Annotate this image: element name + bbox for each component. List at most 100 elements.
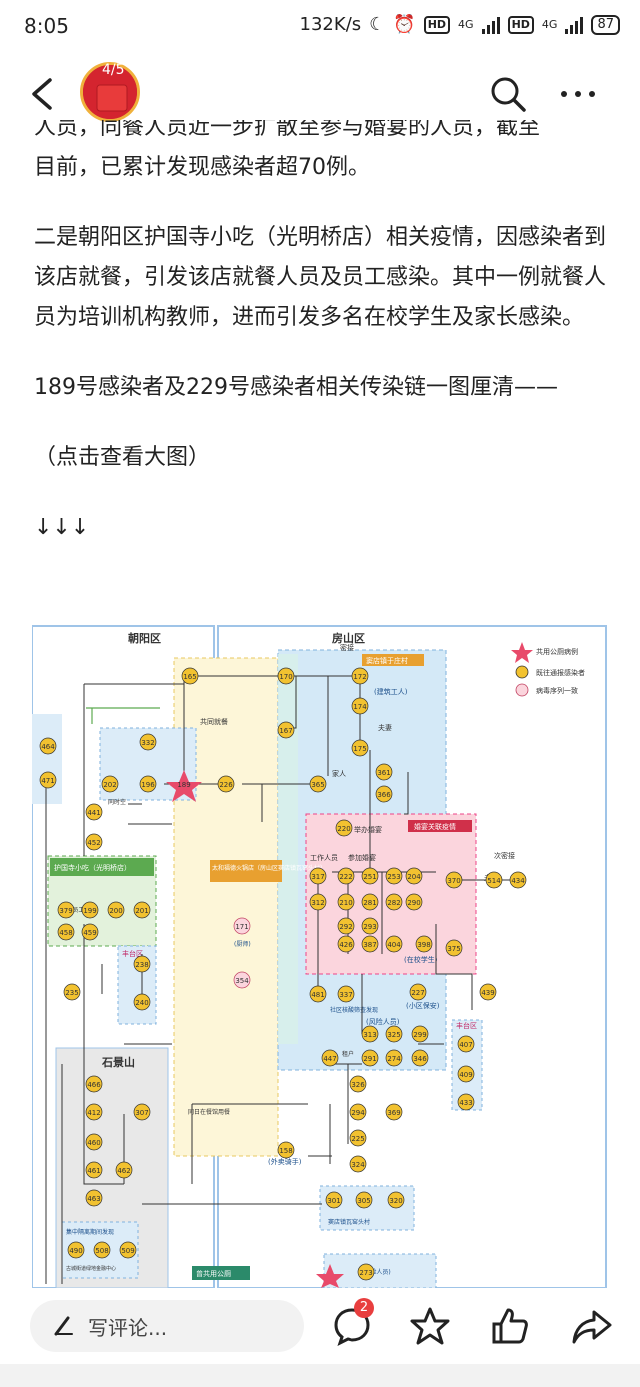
bottom-bar: 写评论... 2 [0,1288,640,1364]
svg-text:273: 273 [359,1269,372,1277]
svg-text:251: 251 [363,873,376,881]
node-461: 461 [85,1161,103,1179]
svg-text:509: 509 [121,1247,134,1255]
label-secondary: 次密接 [494,851,515,860]
transmission-chain-diagram[interactable]: 朝阳区 房山区 石景山 丰台区 丰台区 窦店镇于庄村 婚宴关联疫情 太和福德火锅… [32,624,608,1288]
svg-text:172: 172 [353,673,366,681]
svg-text:407: 407 [459,1041,472,1049]
svg-text:354: 354 [235,977,249,985]
node-447: 447 [321,1049,339,1067]
label-student: (在校学生) [404,955,438,964]
top-bar: 4/5 [0,54,640,134]
node-200: 200 [107,901,125,919]
node-464: 464 [39,737,57,755]
node-365: 365 [309,775,327,793]
article-paragraph-5: ↓↓↓ [34,515,90,540]
diagram-green-connections [86,707,160,724]
svg-text:346: 346 [413,1055,427,1063]
svg-text:426: 426 [339,941,353,949]
label-guard: (小区保安) [406,1001,440,1010]
label-courier: (外卖骑手) [268,1157,302,1166]
node-325: 325 [385,1025,403,1043]
node-439: 439 [479,983,497,1001]
node-312: 312 [309,893,327,911]
svg-text:210: 210 [339,899,352,907]
status-bar: 8:05 132K/s ☾ ⏰ HD 4G HD 4G 87 [0,0,640,54]
node-317: 317 [309,867,327,885]
svg-text:240: 240 [135,999,148,1007]
status-time: 8:05 [24,14,69,38]
node-463: 463 [85,1189,103,1207]
svg-text:227: 227 [411,989,424,997]
svg-text:361: 361 [377,769,390,777]
label-isolation: 集中隔离期间发现 [66,1228,114,1236]
node-167: 167 [277,721,295,739]
label-wedding-bg [408,820,472,832]
svg-text:466: 466 [87,1081,101,1089]
node-294: 294 [349,1103,367,1121]
node-274: 274 [385,1049,403,1067]
net-type-1: 4G [458,18,474,31]
node-514: 514 [485,871,503,889]
node-253: 253 [385,867,403,885]
node-301: 301 [325,1191,343,1209]
node-220: 220 [335,819,353,837]
node-202: 202 [101,775,119,793]
node-273: 273 [357,1263,375,1281]
svg-text:471: 471 [41,777,54,785]
node-458: 458 [57,923,75,941]
moon-icon: ☾ [369,14,386,35]
article-cut-line: 人员，同餐人员近一步扩散至参与婚宴的人员，截至 [34,120,541,140]
node-326: 326 [349,1075,367,1093]
region-chaoyang-label: 朝阳区 [128,631,161,645]
node-225: 225 [349,1129,367,1147]
svg-text:320: 320 [389,1197,402,1205]
region-fangshan-label: 房山区 [332,631,365,645]
svg-text:441: 441 [87,809,100,817]
svg-text:370: 370 [447,877,460,885]
svg-text:305: 305 [357,1197,370,1205]
node-293: 293 [361,917,379,935]
node-324: 324 [349,1155,367,1173]
comment-input[interactable]: 写评论... [30,1300,304,1352]
svg-text:299: 299 [413,1031,426,1039]
svg-text:514: 514 [487,877,501,885]
label-huguosi-bg [50,858,154,876]
label-hotpot: 太和福德火锅店（房山区窦店镇瓦窑头村） [212,864,326,872]
avatar[interactable] [80,62,140,122]
svg-text:174: 174 [353,703,367,711]
svg-text:460: 460 [87,1139,100,1147]
pen-icon [54,1316,73,1336]
net-type-2: 4G [541,18,558,31]
svg-text:404: 404 [387,941,401,949]
svg-text:202: 202 [103,781,116,789]
node-307: 307 [133,1103,151,1121]
node-171: 171 [233,917,251,935]
back-arrow-icon[interactable] [28,76,58,112]
battery-icon: 87 [591,14,620,35]
node-471: 471 [39,771,57,789]
star-icon[interactable] [408,1304,452,1348]
comment-icon[interactable] [330,1304,374,1348]
svg-text:326: 326 [351,1081,365,1089]
svg-text:171: 171 [235,923,248,931]
thumbs-up-icon[interactable] [488,1304,532,1348]
node-172: 172 [351,667,369,685]
share-icon[interactable] [570,1304,614,1348]
svg-text:290: 290 [407,899,420,907]
node-226: 226 [217,775,235,793]
node-490: 490 [67,1241,85,1259]
region-fengtai2-label: 丰台区 [456,1021,477,1030]
region-shijingshan-label: 石景山 [101,1055,135,1069]
svg-text:274: 274 [387,1055,401,1063]
svg-text:201: 201 [135,907,148,915]
node-227: 227 [409,983,427,1001]
svg-text:387: 387 [363,941,376,949]
svg-text:375: 375 [447,945,460,953]
search-icon[interactable] [488,74,528,114]
node-412: 412 [85,1103,103,1121]
more-icon[interactable] [556,74,600,114]
svg-text:292: 292 [339,923,352,931]
svg-text:409: 409 [459,1071,472,1079]
hd-icon-2: HD [507,15,534,34]
